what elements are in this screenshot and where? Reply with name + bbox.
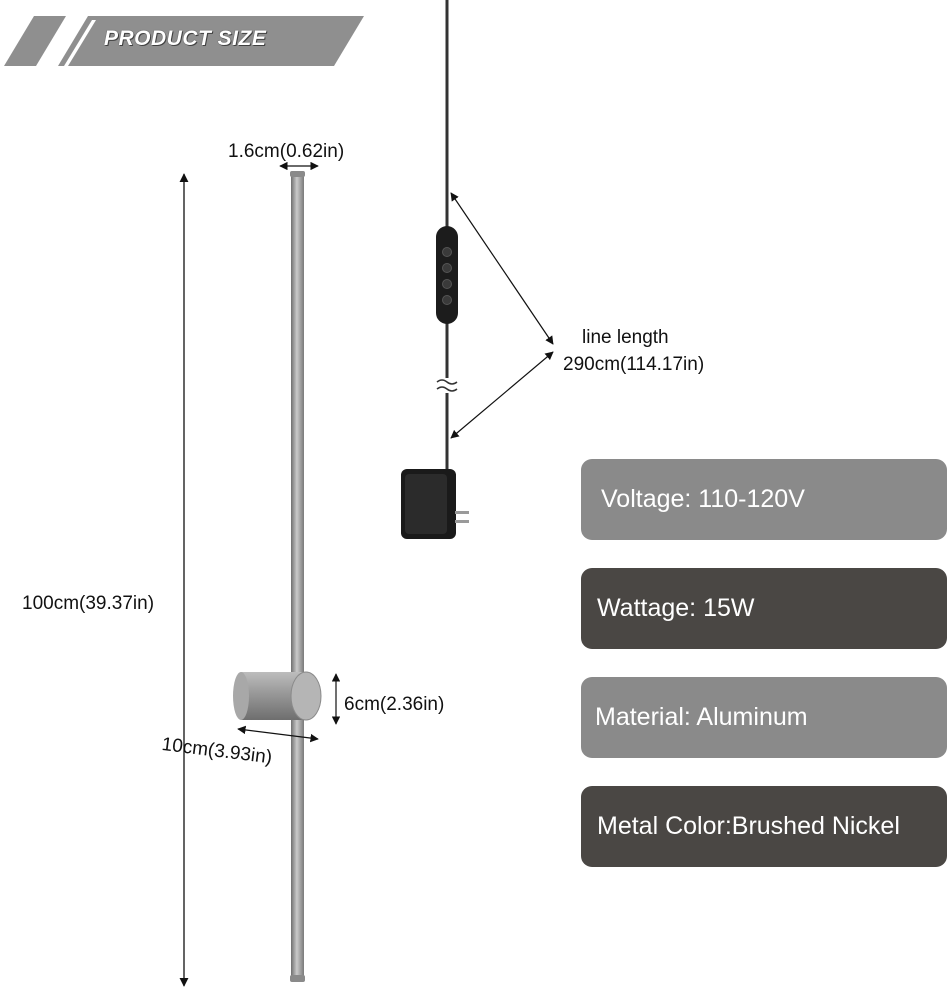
tube-top-cap (290, 171, 305, 177)
banner-left-stripe (4, 16, 66, 66)
dimmer-button-3 (442, 279, 452, 289)
base-back-face (233, 672, 249, 720)
banner (4, 16, 364, 66)
total-height-label: 100cm(39.37in) (22, 593, 155, 614)
spec-metal-color: Metal Color:Brushed Nickel (581, 786, 947, 867)
banner-main-shape (58, 16, 364, 66)
lamp-tube (291, 173, 304, 981)
spec-material-text: Material: Aluminum (595, 703, 808, 731)
plug-adapter-face (405, 474, 447, 534)
plug-prong-1 (455, 511, 469, 514)
spec-metal-color-text: Metal Color:Brushed Nickel (597, 812, 900, 840)
spec-voltage: Voltage: 110-120V (581, 459, 947, 540)
banner-title: PRODUCT SIZE (104, 27, 267, 50)
banner-gap (64, 20, 96, 66)
tube-bottom-cap (290, 975, 305, 982)
dimmer-button-1 (442, 247, 452, 257)
spec-material: Material: Aluminum (581, 677, 947, 758)
base-depth-dimension-line (237, 725, 319, 743)
base-height-label: 6cm(2.36in) (344, 694, 445, 715)
tube-width-label: 1.6cm(0.62in) (228, 141, 345, 162)
spec-wattage: Wattage: 15W (581, 568, 947, 649)
dimmer-switch (436, 226, 458, 324)
line-length-arrow-upper (450, 192, 554, 345)
dimmer-button-2 (442, 263, 452, 273)
dimmer-button-4 (442, 295, 452, 305)
line-length-arrow-lower (450, 351, 554, 439)
plug-prong-2 (455, 520, 469, 523)
base-front-face (290, 671, 322, 721)
line-length-label: line length (582, 327, 669, 348)
spec-voltage-text: Voltage: 110-120V (601, 485, 805, 513)
cord-break-symbol (436, 379, 458, 392)
line-length-value: 290cm(114.17in) (563, 354, 705, 375)
spec-wattage-text: Wattage: 15W (597, 594, 755, 622)
